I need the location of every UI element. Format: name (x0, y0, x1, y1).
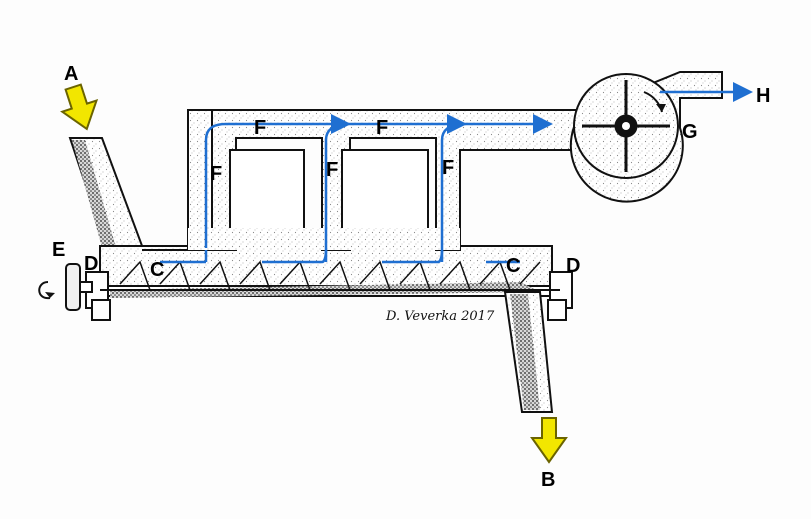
down-arrow-icon (60, 83, 99, 131)
fan-housing-g (569, 71, 723, 203)
label-c-right: C (506, 255, 520, 277)
label-d-right: D (566, 255, 580, 277)
label-f-top-2: F (376, 117, 388, 139)
centrifugal-fan-icon (582, 80, 670, 172)
label-b: B (541, 469, 555, 491)
label-c-left: C (150, 259, 164, 281)
left-bearing-d (85, 271, 111, 321)
flow-arrow-main (204, 114, 553, 248)
artist-signature: D. Veverka 2017 (385, 309, 495, 324)
label-f-v2: F (326, 159, 338, 181)
label-e: E (52, 239, 65, 261)
label-h: H (756, 85, 770, 107)
label-f-v1: F (210, 163, 222, 185)
outlet-chute (503, 291, 554, 413)
down-arrow-icon (530, 417, 568, 464)
label-a: A (64, 63, 78, 85)
label-g: G (682, 121, 698, 143)
rotation-arrow-icon (38, 281, 51, 300)
label-d-left: D (84, 253, 98, 275)
airflow-arrows (160, 82, 753, 264)
duct-network (142, 109, 583, 251)
label-f-v3: F (442, 157, 454, 179)
handwheel-e (38, 263, 93, 311)
label-f-top-1: F (254, 117, 266, 139)
right-bearing-d (547, 271, 573, 321)
